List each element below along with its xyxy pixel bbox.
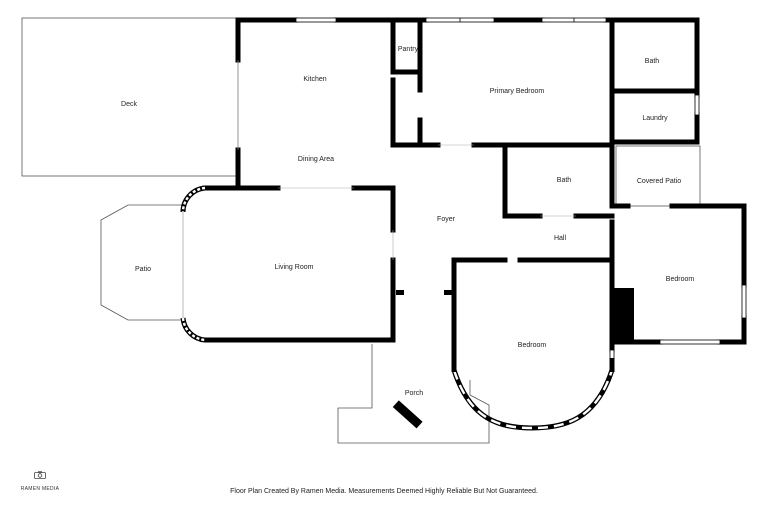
wall-stub (396, 290, 404, 295)
footer-disclaimer: Floor Plan Created By Ramen Media. Measu… (230, 488, 538, 495)
outdoor-areas (21, 17, 701, 444)
label-patio: Patio (135, 266, 151, 273)
closet-block (614, 288, 634, 340)
camera-icon (34, 471, 46, 479)
label-foyer: Foyer (437, 216, 456, 223)
porch-outline (337, 344, 490, 444)
covered-patio-outline (615, 145, 701, 207)
bedroom-bay (451, 358, 615, 431)
label-kitchen: Kitchen (303, 76, 326, 83)
living-room-bay (180, 185, 228, 343)
patio-outline (100, 204, 183, 321)
label-primary-bedroom: Primary Bedroom (490, 88, 545, 95)
wall-stub (444, 290, 452, 295)
logo-text: RAMEN MEDIA (20, 486, 60, 492)
label-deck: Deck (121, 101, 137, 108)
label-pantry: Pantry (398, 46, 419, 53)
label-bedroom-right: Bedroom (666, 276, 695, 283)
label-living-room: Living Room (275, 264, 314, 271)
porch-step (392, 400, 423, 429)
label-covered-patio: Covered Patio (637, 178, 681, 185)
walls (202, 17, 747, 363)
interior-openings (237, 60, 576, 260)
deck-outline (21, 17, 239, 177)
label-laundry: Laundry (642, 115, 668, 122)
label-bath-mid: Bath (557, 177, 572, 184)
label-dining-area: Dining Area (298, 156, 334, 163)
ramen-media-logo: RAMEN MEDIA (18, 466, 62, 492)
label-bath-top: Bath (645, 58, 660, 65)
label-porch: Porch (405, 390, 423, 397)
label-bedroom-bottom: Bedroom (518, 342, 547, 349)
label-hall: Hall (554, 235, 567, 242)
windows (295, 17, 747, 371)
